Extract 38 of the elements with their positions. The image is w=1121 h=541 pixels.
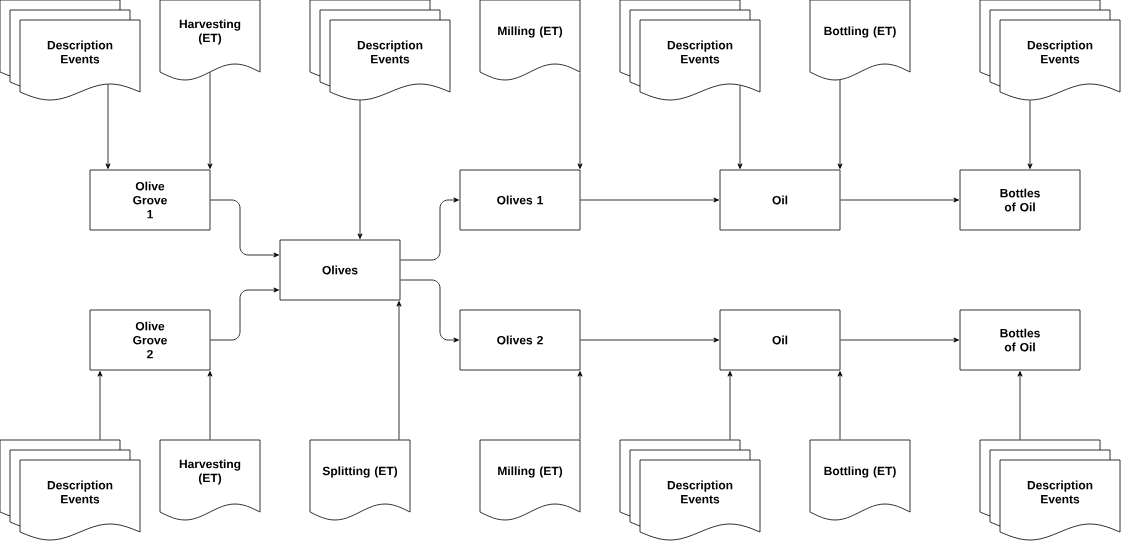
process-box: Olive Grove 2 (89, 309, 211, 371)
process-box: Olives 1 (459, 169, 581, 231)
document-stack: Description Events (979, 0, 1121, 101)
process-box: Bottles of Oil (959, 309, 1081, 371)
document-stack: Description Events (619, 0, 761, 101)
arrow (357, 100, 363, 239)
document-stack: Description Events (309, 0, 451, 101)
arrow (400, 279, 459, 343)
arrow (840, 197, 959, 203)
arrow (727, 371, 733, 440)
arrow (210, 199, 279, 258)
arrow (737, 85, 743, 169)
process-box: Olives 2 (459, 309, 581, 371)
arrow (837, 371, 843, 440)
arrow (207, 72, 213, 169)
document-stack: Description Events (0, 0, 141, 101)
process-box: Oil (719, 309, 841, 371)
arrow (207, 371, 213, 440)
arrow (840, 337, 959, 343)
arrow (210, 287, 279, 341)
arrow (105, 84, 111, 169)
arrow (97, 371, 103, 440)
document-stack: Description Events (619, 439, 761, 541)
document-stack: Description Events (979, 439, 1121, 541)
arrow (1027, 100, 1033, 169)
process-box: Olives (279, 239, 401, 301)
process-box: Olive Grove 1 (89, 169, 211, 231)
arrow (396, 301, 402, 440)
arrow (400, 197, 459, 261)
arrow (577, 371, 583, 440)
arrow (1017, 371, 1023, 440)
process-box: Bottles of Oil (959, 169, 1081, 231)
arrow (580, 337, 719, 343)
arrow (837, 79, 843, 169)
arrow (580, 197, 719, 203)
document-stack: Description Events (0, 439, 141, 541)
arrow (577, 72, 583, 169)
process-box: Oil (719, 169, 841, 231)
